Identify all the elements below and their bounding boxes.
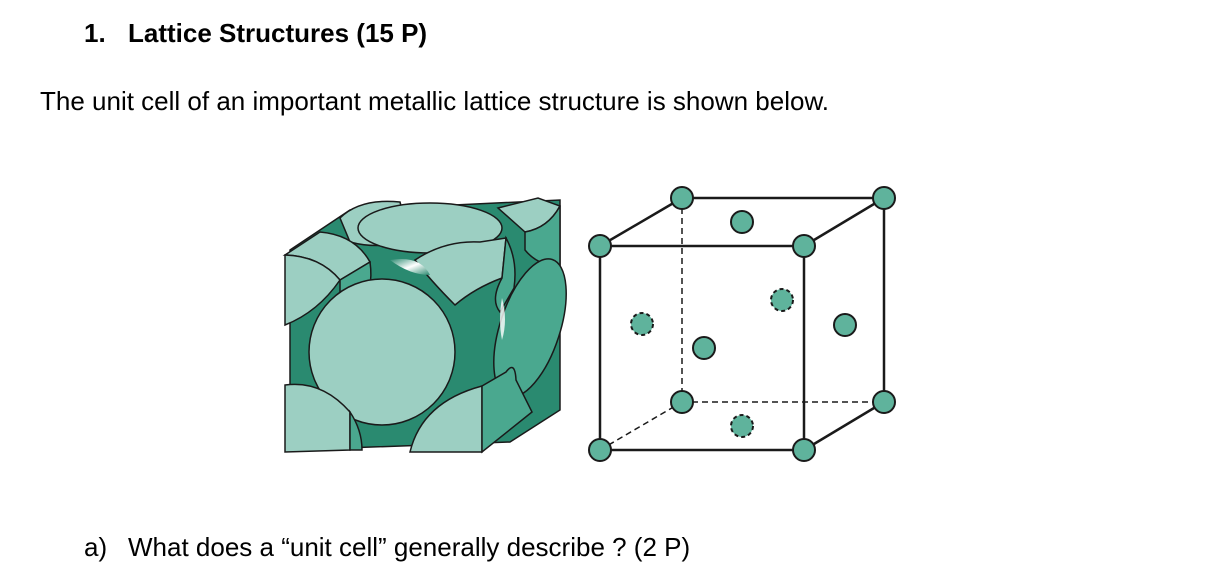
atom-face-right	[833, 313, 857, 337]
atom-corner-front-top-left	[588, 234, 612, 258]
atom-corner-front-bottom-left	[588, 438, 612, 462]
atom-face-front	[692, 336, 716, 360]
corner-side-bottom-front-left	[349, 409, 363, 451]
atom-corner-back-bottom-right	[872, 390, 896, 414]
atom-face-back	[770, 288, 794, 312]
visible-edges	[598, 196, 886, 452]
corner-side-top-front-right	[494, 235, 516, 314]
section-number: 1.	[84, 18, 106, 48]
edge-top-right	[803, 196, 885, 248]
section-heading: 1. Lattice Structures (15 P)	[84, 18, 427, 49]
intro-text: The unit cell of an important metallic l…	[40, 86, 830, 116]
edge-top-left	[599, 196, 683, 248]
atoms	[588, 186, 896, 462]
atom-face-top	[730, 210, 754, 234]
hidden-edge-bottom-left	[599, 401, 683, 451]
question-a-text: What does a “unit cell” generally descri…	[128, 532, 691, 562]
fcc-unit-cell-figure	[282, 186, 896, 462]
hidden-atoms	[630, 288, 794, 438]
edge-bottom-right	[803, 400, 885, 452]
corner-piece-top-front-right	[413, 237, 507, 307]
atom-face-left	[630, 312, 654, 336]
corner-side-bottom-front-right	[481, 366, 533, 454]
atom-front-face	[308, 278, 456, 426]
space-filling-model	[282, 197, 567, 454]
hidden-edges	[599, 198, 884, 451]
question-a-label: a)	[84, 532, 108, 562]
atom-face-bottom	[730, 414, 754, 438]
question-a: a) What does a “unit cell” generally desc…	[84, 532, 690, 563]
atom-corner-back-bottom-left	[670, 390, 694, 414]
atom-corner-front-top-right	[792, 234, 816, 258]
highlight-accent-top	[390, 259, 430, 275]
highlight-accent-right	[500, 298, 505, 340]
atom-corner-front-bottom-right	[792, 438, 816, 462]
wireframe-model	[588, 186, 896, 462]
section-title: Lattice Structures (15 P)	[128, 18, 428, 48]
atom-corner-back-top-right	[872, 186, 896, 210]
atom-corner-back-top-left	[670, 186, 694, 210]
